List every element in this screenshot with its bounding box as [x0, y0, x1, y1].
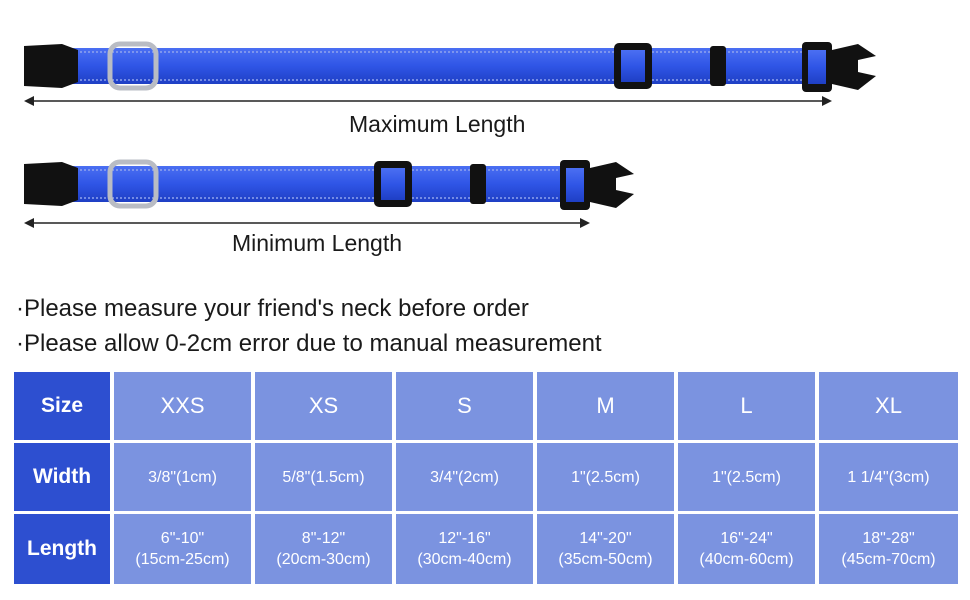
size-table: Size Width Length XXS XS S M L XL 3/8"(1…	[14, 372, 958, 584]
d-ring-icon	[107, 41, 159, 91]
length-cell: 12"-16" (30cm-40cm)	[396, 514, 533, 584]
measure-note: ·Please measure your friend's neck befor…	[16, 295, 529, 322]
maximum-length-label: Maximum Length	[349, 111, 526, 137]
length-inches: 14"-20"	[579, 530, 632, 547]
width-cell: 1 1/4"(3cm)	[819, 443, 958, 511]
length-cm: (35cm-50cm)	[558, 551, 653, 568]
size-cell: XXS	[114, 372, 251, 440]
collar-max-length	[24, 41, 876, 106]
length-cell: 14"-20" (35cm-50cm)	[537, 514, 674, 584]
length-cm: (20cm-30cm)	[276, 551, 371, 568]
length-cm: (40cm-60cm)	[699, 551, 794, 568]
error-note: ·Please allow 0-2cm error due to manual …	[16, 330, 602, 357]
size-cell: XL	[819, 372, 958, 440]
length-inches: 18"-28"	[862, 530, 915, 547]
length-inches: 16"-24"	[720, 530, 773, 547]
length-inches: 6"-10"	[160, 530, 205, 547]
row-header-length: Length	[14, 514, 110, 584]
keeper-icon	[470, 164, 486, 204]
size-cell: M	[537, 372, 674, 440]
length-cell: 18"-28" (45cm-70cm)	[819, 514, 958, 584]
length-inches: 8"-12"	[301, 530, 346, 547]
size-cell: L	[678, 372, 815, 440]
minimum-length-label: Minimum Length	[232, 230, 403, 256]
keeper-icon	[710, 46, 726, 86]
d-ring-icon	[107, 159, 159, 209]
length-cell: 16"-24" (40cm-60cm)	[678, 514, 815, 584]
length-cm: (15cm-25cm)	[135, 551, 230, 568]
length-cell: 6"-10" (15cm-25cm)	[114, 514, 251, 584]
length-inches: 12"-16"	[438, 530, 491, 547]
collar-min-length	[24, 159, 634, 228]
strap-min	[70, 166, 570, 202]
width-cell: 1"(2.5cm)	[537, 443, 674, 511]
width-cell: 3/8"(1cm)	[114, 443, 251, 511]
row-header-size: Size	[14, 372, 110, 440]
buckle-female-icon	[24, 162, 78, 206]
length-cell: 8"-12" (20cm-30cm)	[255, 514, 392, 584]
size-cell: XS	[255, 372, 392, 440]
width-cell: 3/4"(2cm)	[396, 443, 533, 511]
buckle-female-icon	[24, 44, 78, 88]
collar-illustrations	[24, 41, 876, 228]
row-header-width: Width	[14, 443, 110, 511]
length-cm: (45cm-70cm)	[841, 551, 936, 568]
length-cm: (30cm-40cm)	[417, 551, 512, 568]
width-cell: 5/8"(1.5cm)	[255, 443, 392, 511]
size-cell: S	[396, 372, 533, 440]
width-cell: 1"(2.5cm)	[678, 443, 815, 511]
strap-max	[70, 48, 830, 84]
